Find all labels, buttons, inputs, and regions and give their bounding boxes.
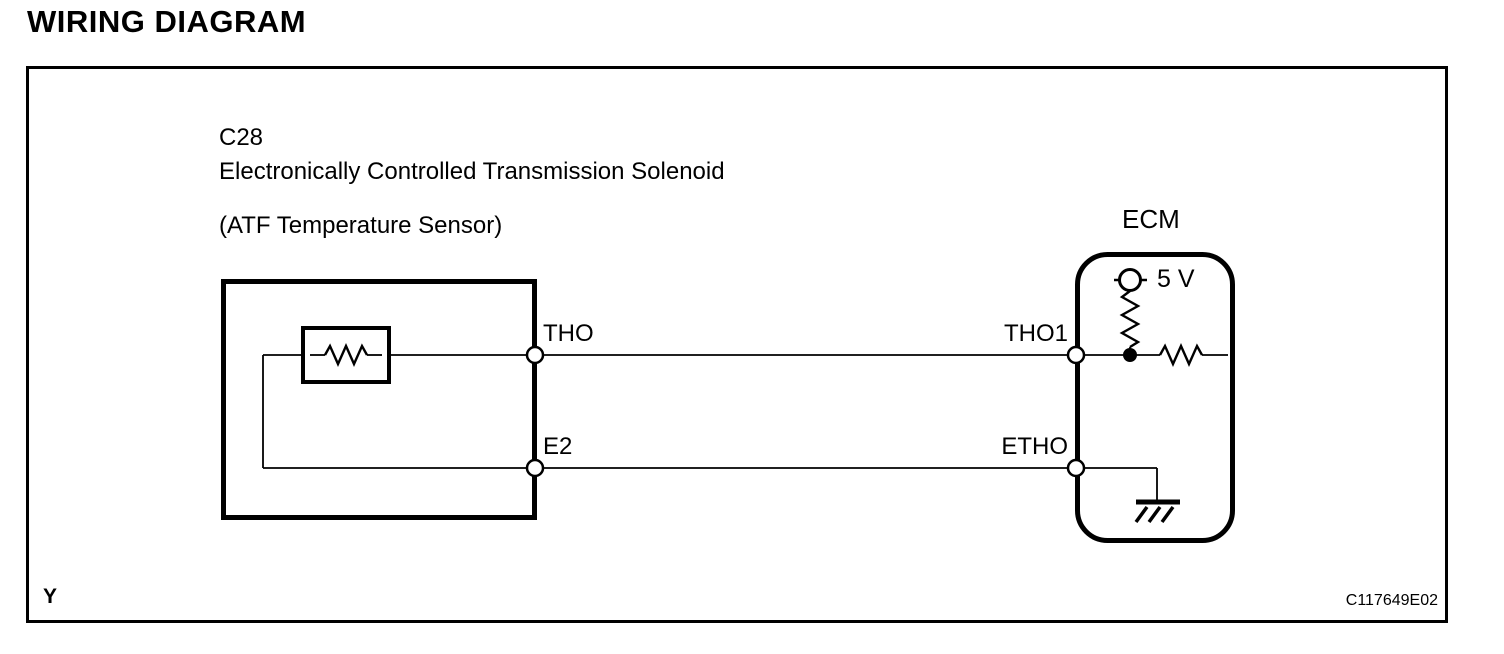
figure-code: C117649E02 — [1345, 592, 1438, 609]
wires — [262, 354, 1228, 502]
terminal-tho1 — [1066, 345, 1086, 365]
connector-id-label: C28 — [219, 124, 264, 151]
ecm-box — [1075, 252, 1235, 543]
supply-voltage-label: 5 V — [1157, 265, 1195, 293]
junction-dot — [1123, 348, 1137, 362]
ground-icon — [1134, 499, 1180, 524]
terminal-etho — [1066, 458, 1086, 478]
pin-label-tho1: THO1 — [1003, 320, 1068, 347]
power-source-icon — [1118, 268, 1142, 292]
solenoid-box — [221, 279, 537, 520]
terminal-tho — [525, 345, 545, 365]
ecm-label: ECM — [1122, 204, 1180, 234]
pin-label-tho: THO — [543, 320, 594, 347]
pin-label-etho: ETHO — [1001, 433, 1068, 460]
pin-label-e2: E2 — [543, 433, 573, 460]
terminal-e2 — [525, 458, 545, 478]
pullup-resistor-icon — [1119, 290, 1141, 349]
connector-subtitle-label: (ATF Temperature Sensor) — [219, 212, 503, 239]
footer-marker: Y — [43, 585, 58, 608]
thermistor-resistor-icon — [323, 343, 369, 367]
page-title: WIRING DIAGRAM — [27, 4, 307, 39]
diagram-frame — [26, 66, 1448, 623]
internal-resistor-icon — [1158, 343, 1204, 367]
connector-name-label: Electronically Controlled Transmission S… — [219, 158, 725, 185]
